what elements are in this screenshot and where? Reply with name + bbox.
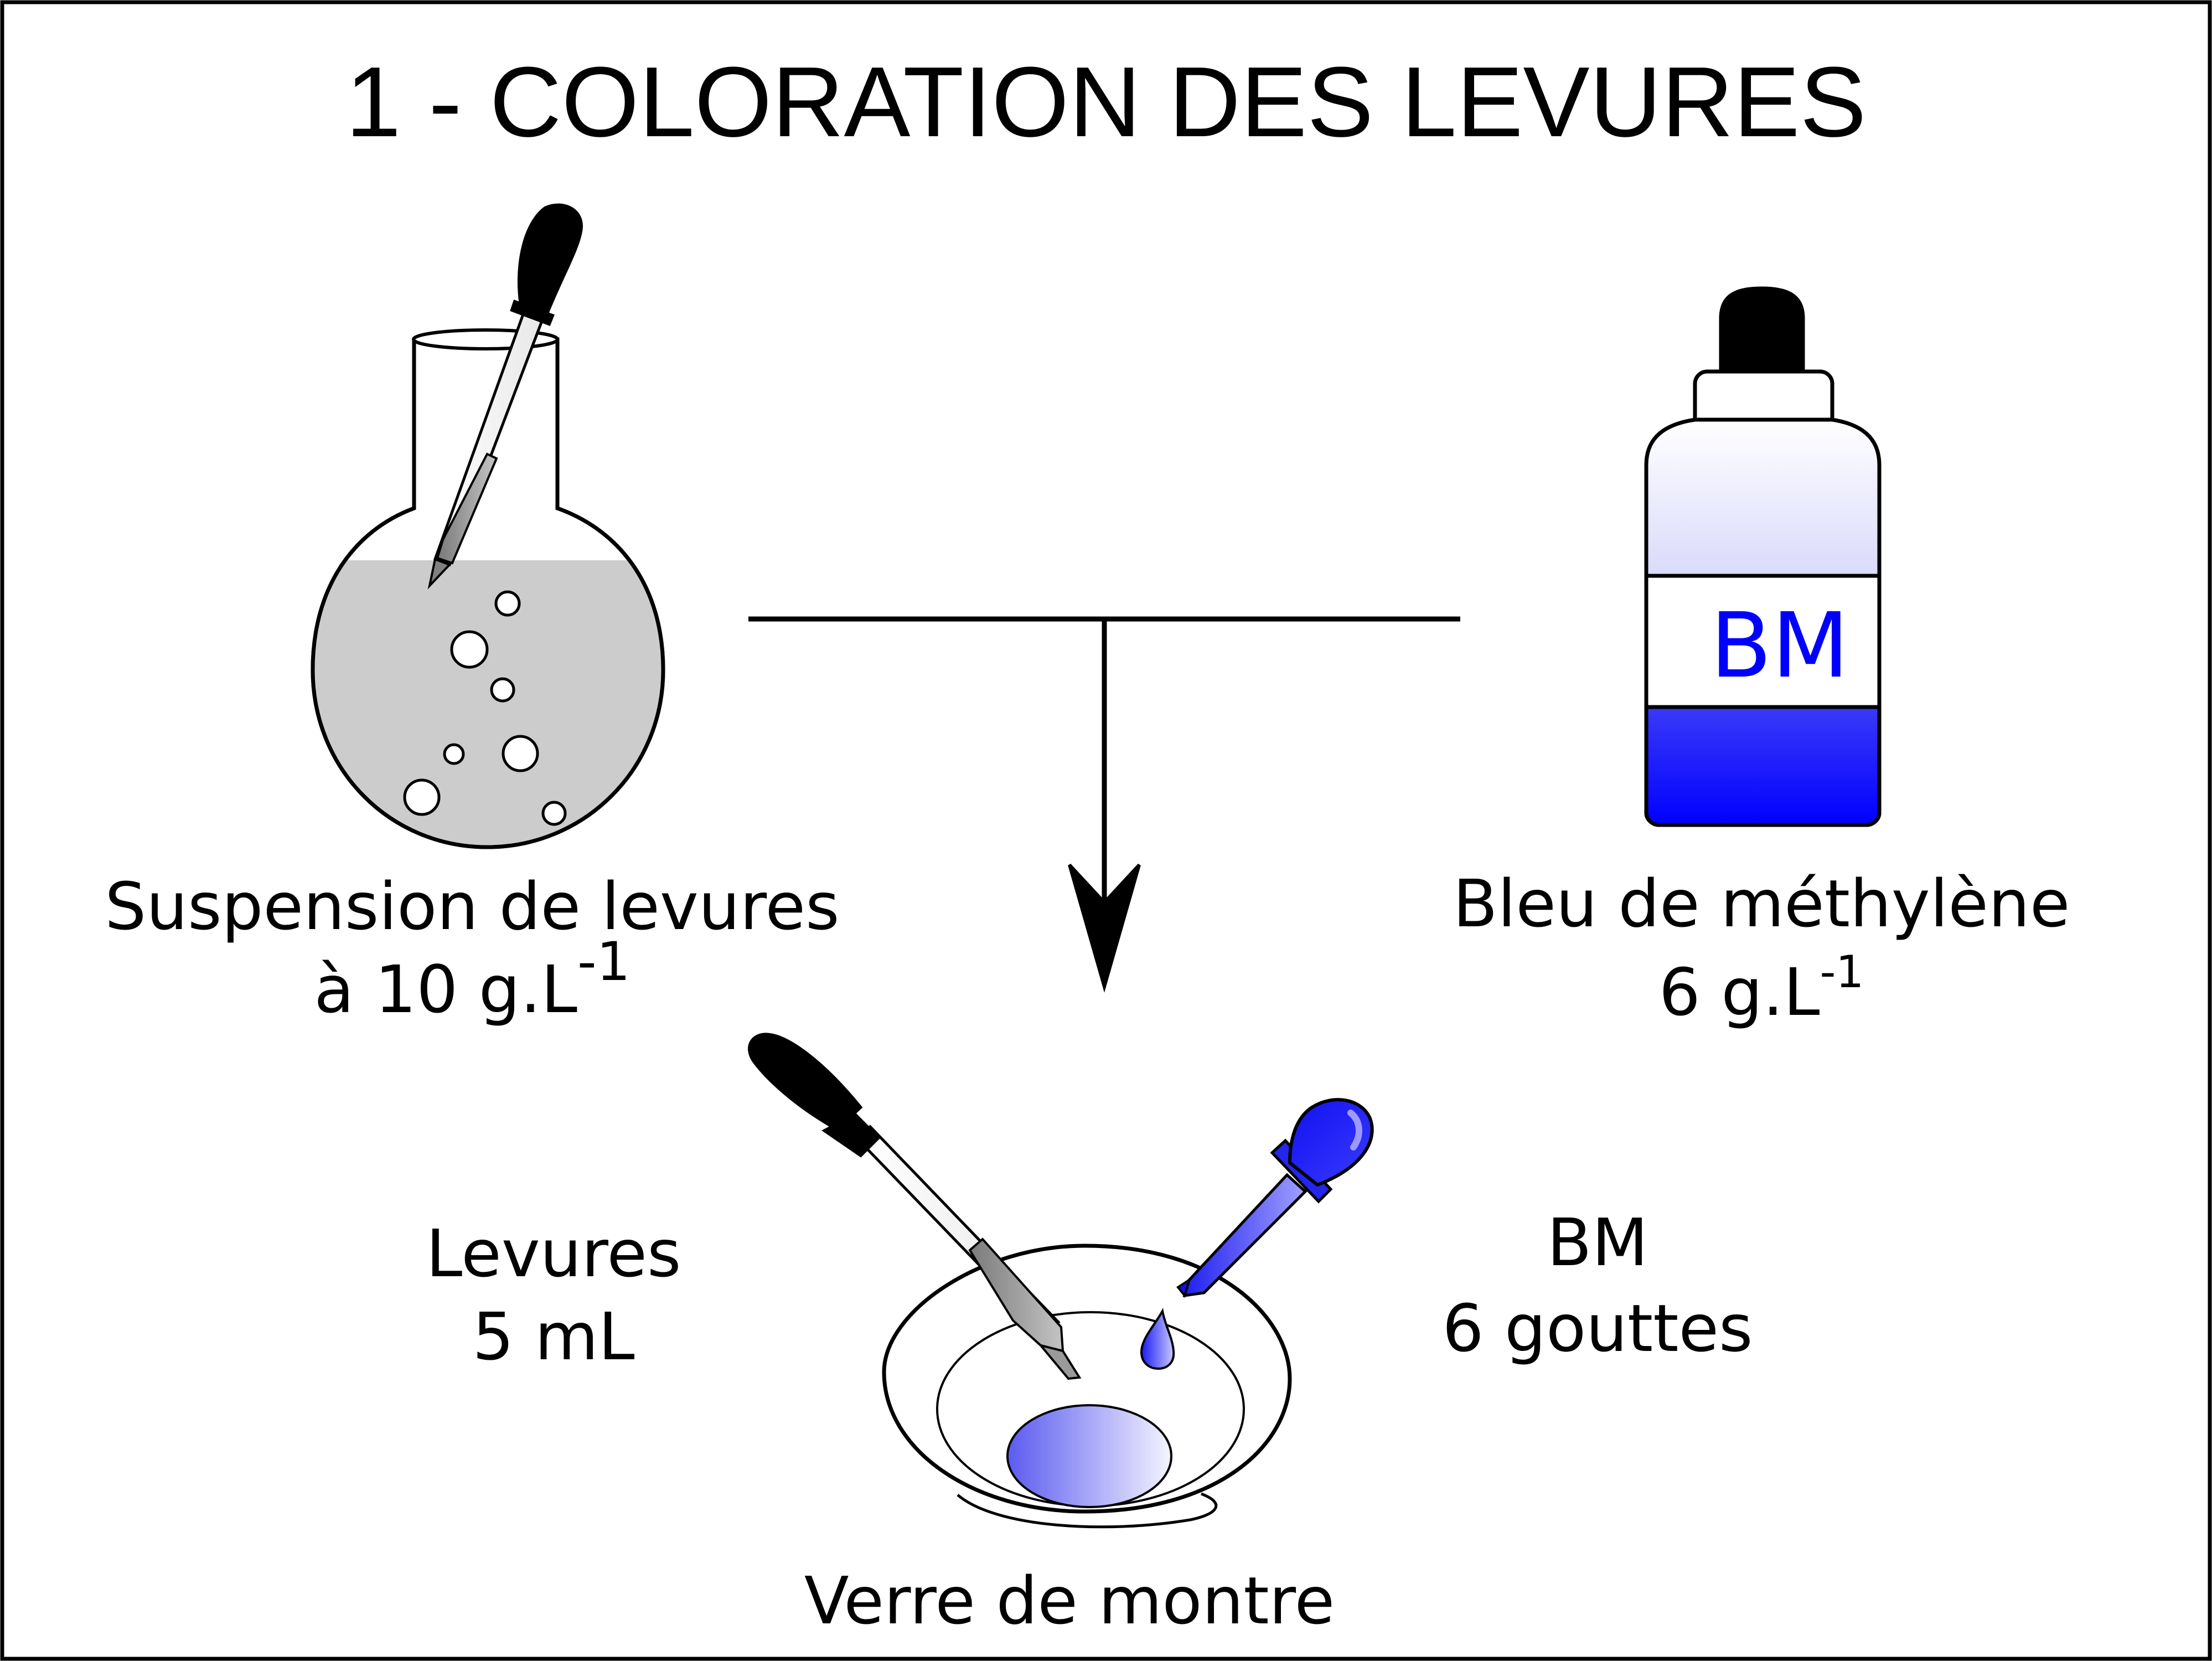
yeast-pipette (748, 1033, 1082, 1380)
blue-drop (1140, 1308, 1175, 1370)
stained-mixture (1006, 1404, 1172, 1508)
bm-dose-line2: 6 gouttes (1442, 1290, 1753, 1366)
flask-concentration: à 10 g.L (314, 951, 577, 1028)
watch-glass-base (957, 1492, 1218, 1529)
merge-arrow (748, 616, 1460, 993)
flask-concentration-exponent: -1 (577, 931, 630, 993)
yeast-bubbles (403, 590, 567, 826)
arrow-head (1068, 863, 1141, 993)
flask-label-line1: Suspension de levures (105, 868, 840, 945)
watch-glass-label: Verre de montre (804, 1562, 1335, 1639)
round-bottom-flask (311, 203, 665, 849)
flask-suspension-liquid (313, 560, 663, 847)
bottle-label-line2: 6 g.L-1 (1659, 950, 1864, 1025)
bottle-label-text: BM (1710, 594, 1849, 698)
page-title: 1 - COLORATION DES LEVURES (345, 47, 1867, 158)
methylene-blue-dropper (1176, 1098, 1374, 1298)
methylene-blue-bottle: BM (1644, 286, 1882, 827)
watch-glass (882, 1244, 1292, 1529)
bottle-cap-black (1719, 286, 1805, 375)
bm-dose-line1: BM (1547, 1204, 1648, 1281)
bottle-label-line1: Bleu de méthylène (1453, 865, 2070, 942)
yeast-dose-line1: Levures (426, 1215, 681, 1292)
flask-pipette (427, 203, 583, 590)
flask-label-line2: à 10 g.L-1 (314, 935, 630, 1022)
yeast-dose-line2: 5 mL (472, 1298, 635, 1375)
bottle-concentration-exponent: -1 (1820, 946, 1864, 998)
bottle-label (1644, 574, 1882, 709)
bottle-concentration: 6 g.L (1658, 954, 1820, 1030)
